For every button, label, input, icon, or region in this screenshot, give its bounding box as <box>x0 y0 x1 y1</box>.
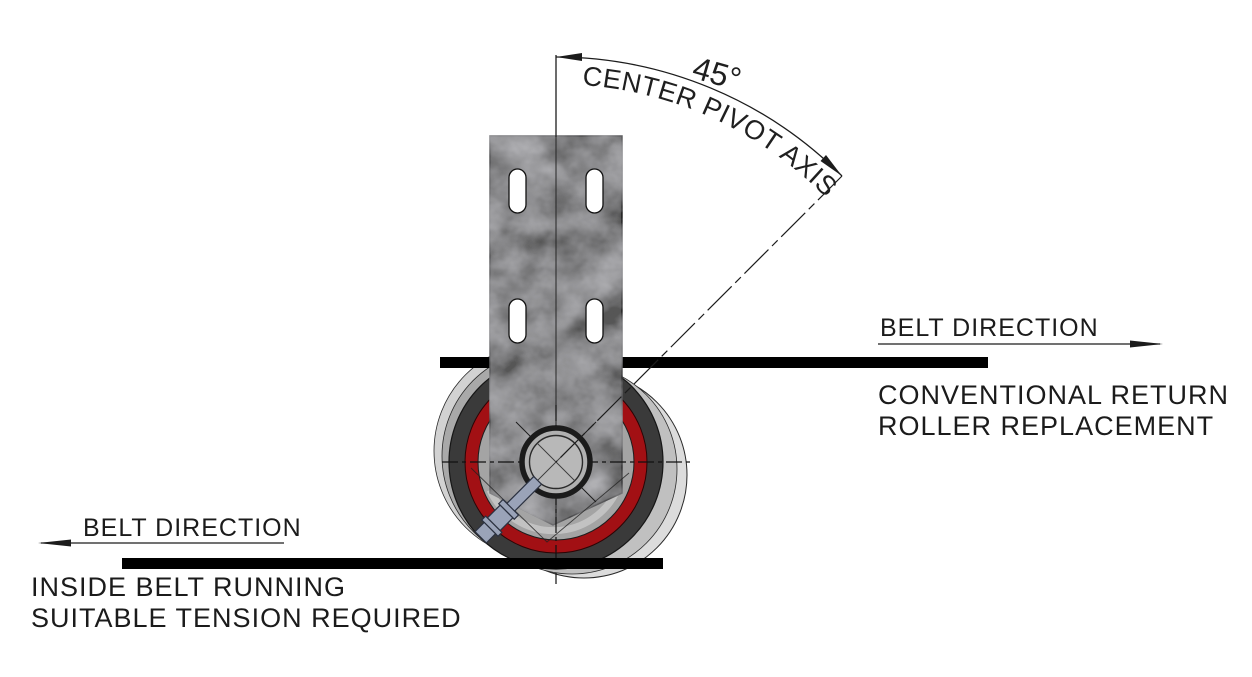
arc-arrowhead-left <box>556 53 582 61</box>
pivot-bolt-assembly <box>474 475 543 544</box>
top-caption-line2: ROLLER REPLACEMENT <box>878 411 1215 441</box>
bracket-far-edge-line <box>470 467 630 543</box>
bottom-belt-direction-label: BELT DIRECTION <box>83 514 302 542</box>
top-belt-bar <box>440 357 988 368</box>
mounting-bracket <box>470 135 630 543</box>
bottom-caption: INSIDE BELT RUNNING SUITABLE TENSION REQ… <box>31 572 462 634</box>
bottom-belt-leader <box>38 539 284 547</box>
bottom-belt-bar <box>122 558 663 569</box>
top-caption: CONVENTIONAL RETURN ROLLER REPLACEMENT <box>878 380 1229 442</box>
top-caption-line1: CONVENTIONAL RETURN <box>878 380 1230 410</box>
dimension-arc <box>555 56 843 177</box>
top-belt-direction-label: BELT DIRECTION <box>880 314 1099 342</box>
top-belt-leader <box>878 340 1163 348</box>
arc-arrowhead-right <box>820 155 842 176</box>
bracket-slot-upper-right <box>585 168 604 214</box>
right-arrowhead <box>1130 340 1163 348</box>
pivot-axis-line <box>555 175 843 463</box>
bottom-caption-line2: SUITABLE TENSION REQUIRED <box>31 603 462 633</box>
bottom-caption-line1: INSIDE BELT RUNNING <box>31 572 347 602</box>
bracket-slot-lower-left <box>508 298 527 344</box>
left-arrowhead <box>38 539 71 547</box>
bracket-slot-lower-right <box>585 298 604 344</box>
bracket-slot-upper-left <box>508 168 527 214</box>
bolt-end-cap <box>474 521 497 544</box>
